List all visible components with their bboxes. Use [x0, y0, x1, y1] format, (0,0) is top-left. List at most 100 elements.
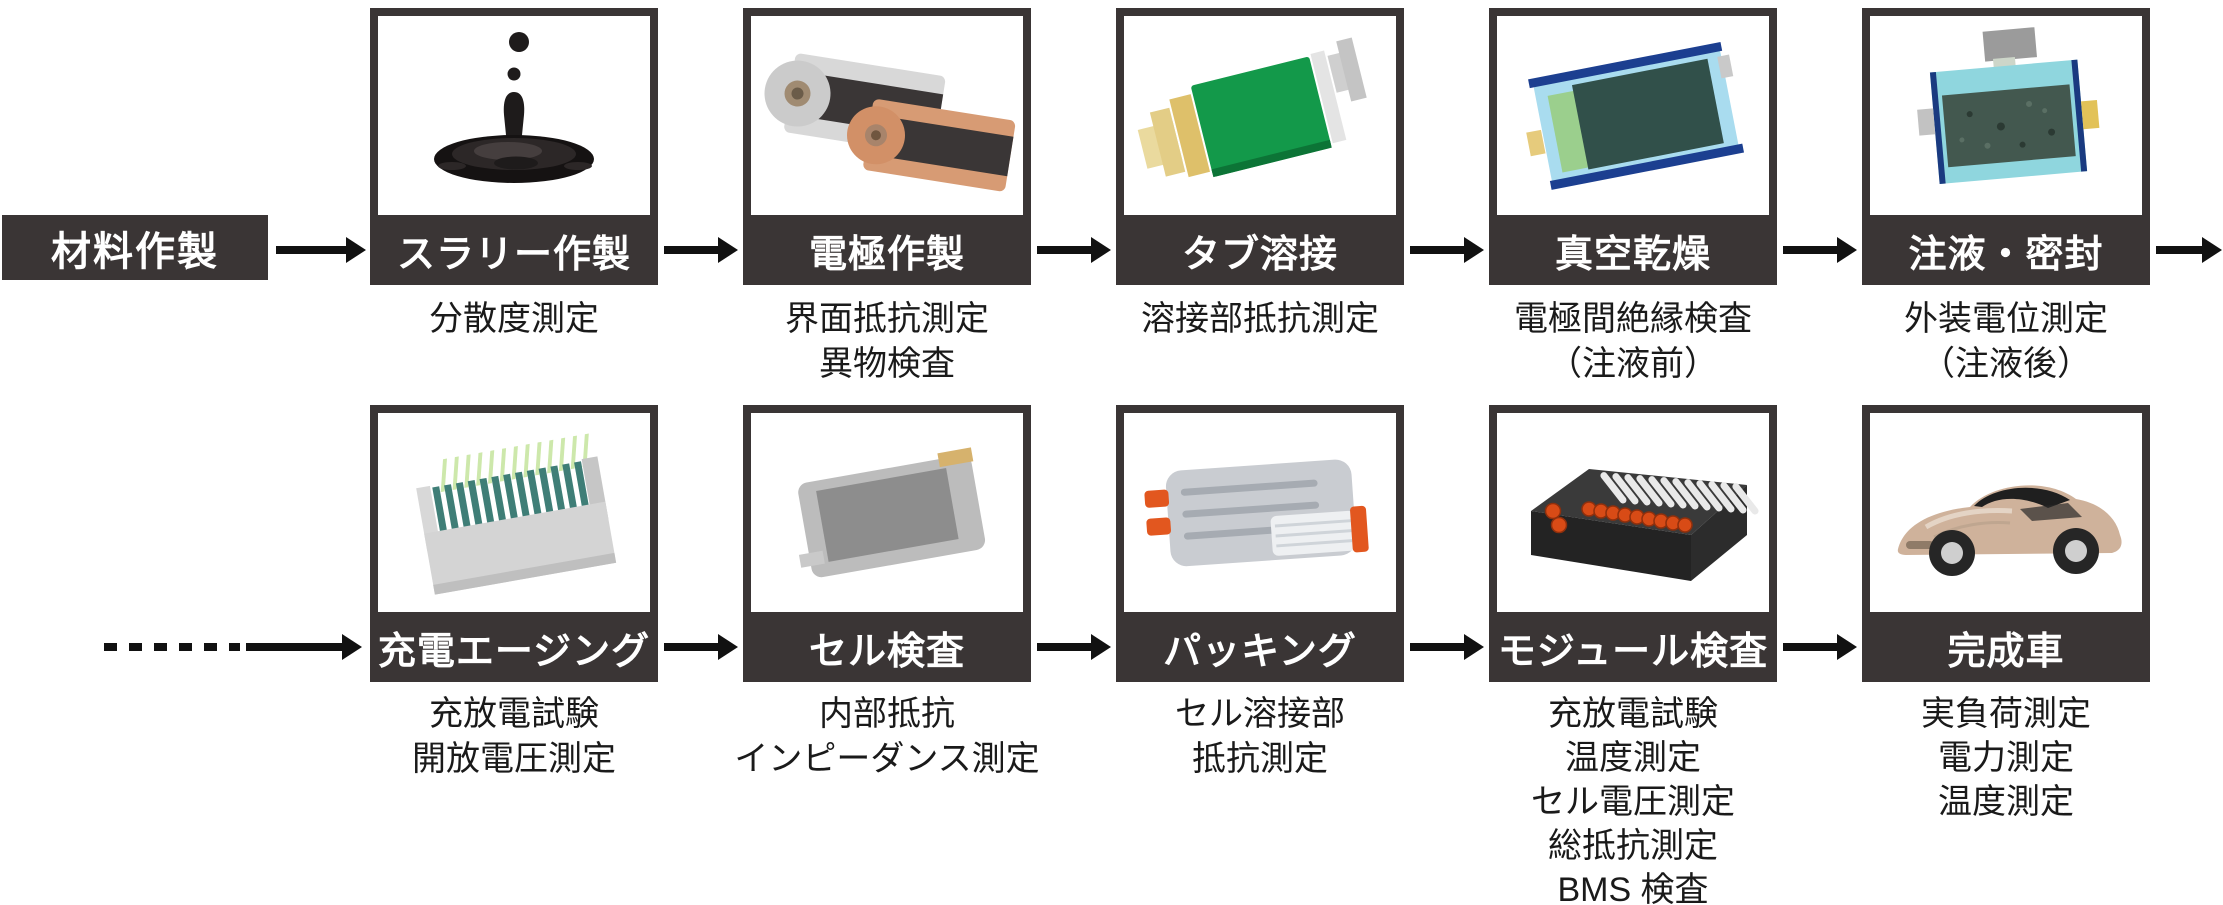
caption-line: 総抵抗測定: [1548, 827, 1718, 865]
step-label: タブ溶接: [1181, 233, 1338, 276]
arrow-head-icon: [718, 634, 738, 660]
pouch-cell-image: [751, 413, 1023, 612]
step-captions: セル溶接部 抵抗測定: [1086, 692, 1434, 782]
arrow-shaft: [246, 643, 342, 651]
arrow-shaft: [2156, 246, 2202, 254]
step-captions: 実負荷測定 電力測定 温度測定: [1832, 692, 2180, 824]
arrow-head-icon: [1091, 634, 1111, 660]
step-label: 充電エージング: [377, 630, 651, 673]
step-label: 完成車: [1947, 630, 2065, 673]
arrow-shaft: [1410, 246, 1464, 254]
step-captions: 分散度測定: [340, 297, 688, 342]
step-captions: 界面抵抗測定 異物検査: [713, 297, 1061, 387]
flow-arrow: [1783, 237, 1857, 263]
arrow-shaft: [664, 246, 718, 254]
battery-module-image: [1497, 413, 1769, 612]
flow-arrow: [246, 634, 362, 660]
cell-pack-image: [1124, 413, 1396, 612]
step-finished-vehicle: 完成車: [1862, 405, 2150, 682]
caption-line: 充放電試験: [1548, 695, 1718, 733]
flow-arrow: [1037, 634, 1111, 660]
caption-line: インピーダンス測定: [734, 740, 1040, 778]
flow-arrow: [1783, 634, 1857, 660]
step-captions: 外装電位測定 （注液後）: [1832, 297, 2180, 387]
arrow-head-icon: [1464, 634, 1484, 660]
caption-line: 異物検査: [819, 345, 955, 383]
step-tab-welding: タブ溶接: [1116, 8, 1404, 285]
slurry-droplet-illustration: [434, 32, 594, 183]
caption-line: BMS 検査: [1557, 871, 1709, 905]
arrow-shaft: [276, 246, 346, 254]
caption-line: 開放電圧測定: [412, 740, 616, 778]
dry-cell-stack-image: [1497, 16, 1769, 215]
arrow-shaft: [1783, 643, 1837, 651]
step-label: 材料作製: [51, 229, 219, 274]
dry-cell-stack-illustration: [1526, 41, 1745, 190]
step-label: パッキング: [1163, 630, 1357, 673]
finished-car-image: [1870, 413, 2142, 612]
flow-arrow: [276, 237, 366, 263]
step-captions: 充放電試験 温度測定 セル電圧測定 総抵抗測定 BMS 検査: [1459, 692, 1807, 905]
caption-line: 分散度測定: [429, 300, 599, 338]
flow-arrow: [1410, 634, 1484, 660]
caption-line: セル電圧測定: [1531, 783, 1735, 821]
arrow-head-icon: [1837, 634, 1857, 660]
step-vacuum-drying: 真空乾燥: [1489, 8, 1777, 285]
step-slurry-creation: スラリー作製: [370, 8, 658, 285]
electrode-rolls-illustration: [764, 53, 1016, 192]
sealed-pouch-illustration: [1917, 27, 2100, 185]
caption-line: （注液後）: [1921, 345, 2091, 383]
caption-line: 抵抗測定: [1192, 740, 1328, 778]
caption-line: 充放電試験: [429, 695, 599, 733]
step-captions: 内部抵抗 インピーダンス測定: [713, 692, 1061, 782]
step-label: セル検査: [808, 630, 965, 673]
step-label: スラリー作製: [396, 233, 631, 276]
cell-pack-illustration: [1144, 459, 1369, 567]
step-cell-inspection: セル検査: [743, 405, 1031, 682]
arrow-head-icon: [1091, 237, 1111, 263]
flow-arrow: [664, 237, 738, 263]
sealed-pouch-image: [1870, 16, 2142, 215]
caption-line: （注液前）: [1548, 345, 1718, 383]
arrow-head-icon: [718, 237, 738, 263]
step-captions: 充放電試験 開放電圧測定: [340, 692, 688, 782]
flow-arrow: [1410, 237, 1484, 263]
arrow-shaft: [1783, 246, 1837, 254]
caption-line: 温度測定: [1565, 739, 1701, 777]
finished-car-illustration: [1897, 485, 2122, 576]
tab-welded-cell-image: [1124, 16, 1396, 215]
arrow-shaft: [1037, 246, 1091, 254]
arrow-shaft: [1037, 643, 1091, 651]
flow-arrow: [664, 634, 738, 660]
step-electrode-creation: 電極作製: [743, 8, 1031, 285]
aging-rack-illustration: [416, 433, 617, 595]
pouch-cell-illustration: [798, 447, 986, 578]
flow-arrow: [1037, 237, 1111, 263]
arrow-head-icon: [2202, 237, 2222, 263]
arrow-shaft: [664, 643, 718, 651]
step-label: 真空乾燥: [1554, 233, 1711, 276]
step-label: 電極作製: [808, 233, 965, 276]
aging-rack-image: [378, 413, 650, 612]
caption-line: 溶接部抵抗測定: [1141, 300, 1379, 338]
caption-line: 内部抵抗: [819, 695, 955, 733]
arrow-head-icon: [1837, 237, 1857, 263]
caption-line: 電極間絶縁検査: [1514, 300, 1752, 338]
caption-line: 電力測定: [1938, 739, 2074, 777]
step-material-creation: 材料作製: [2, 215, 268, 280]
step-packing: パッキング: [1116, 405, 1404, 682]
step-captions: 電極間絶縁検査 （注液前）: [1459, 297, 1807, 387]
battery-module-illustration: [1531, 469, 1760, 581]
arrow-head-icon: [342, 634, 362, 660]
step-module-inspection: モジュール検査: [1489, 405, 1777, 682]
step-label: モジュール検査: [1497, 630, 1769, 673]
caption-line: 実負荷測定: [1921, 695, 2091, 733]
step-label: 注液・密封: [1908, 233, 2104, 276]
caption-line: セル溶接部: [1175, 695, 1345, 733]
arrow-shaft: [1410, 643, 1464, 651]
arrow-head-icon: [1464, 237, 1484, 263]
caption-line: 温度測定: [1938, 783, 2074, 821]
slurry-droplet-image: [378, 16, 650, 215]
electrode-rolls-image: [751, 16, 1023, 215]
